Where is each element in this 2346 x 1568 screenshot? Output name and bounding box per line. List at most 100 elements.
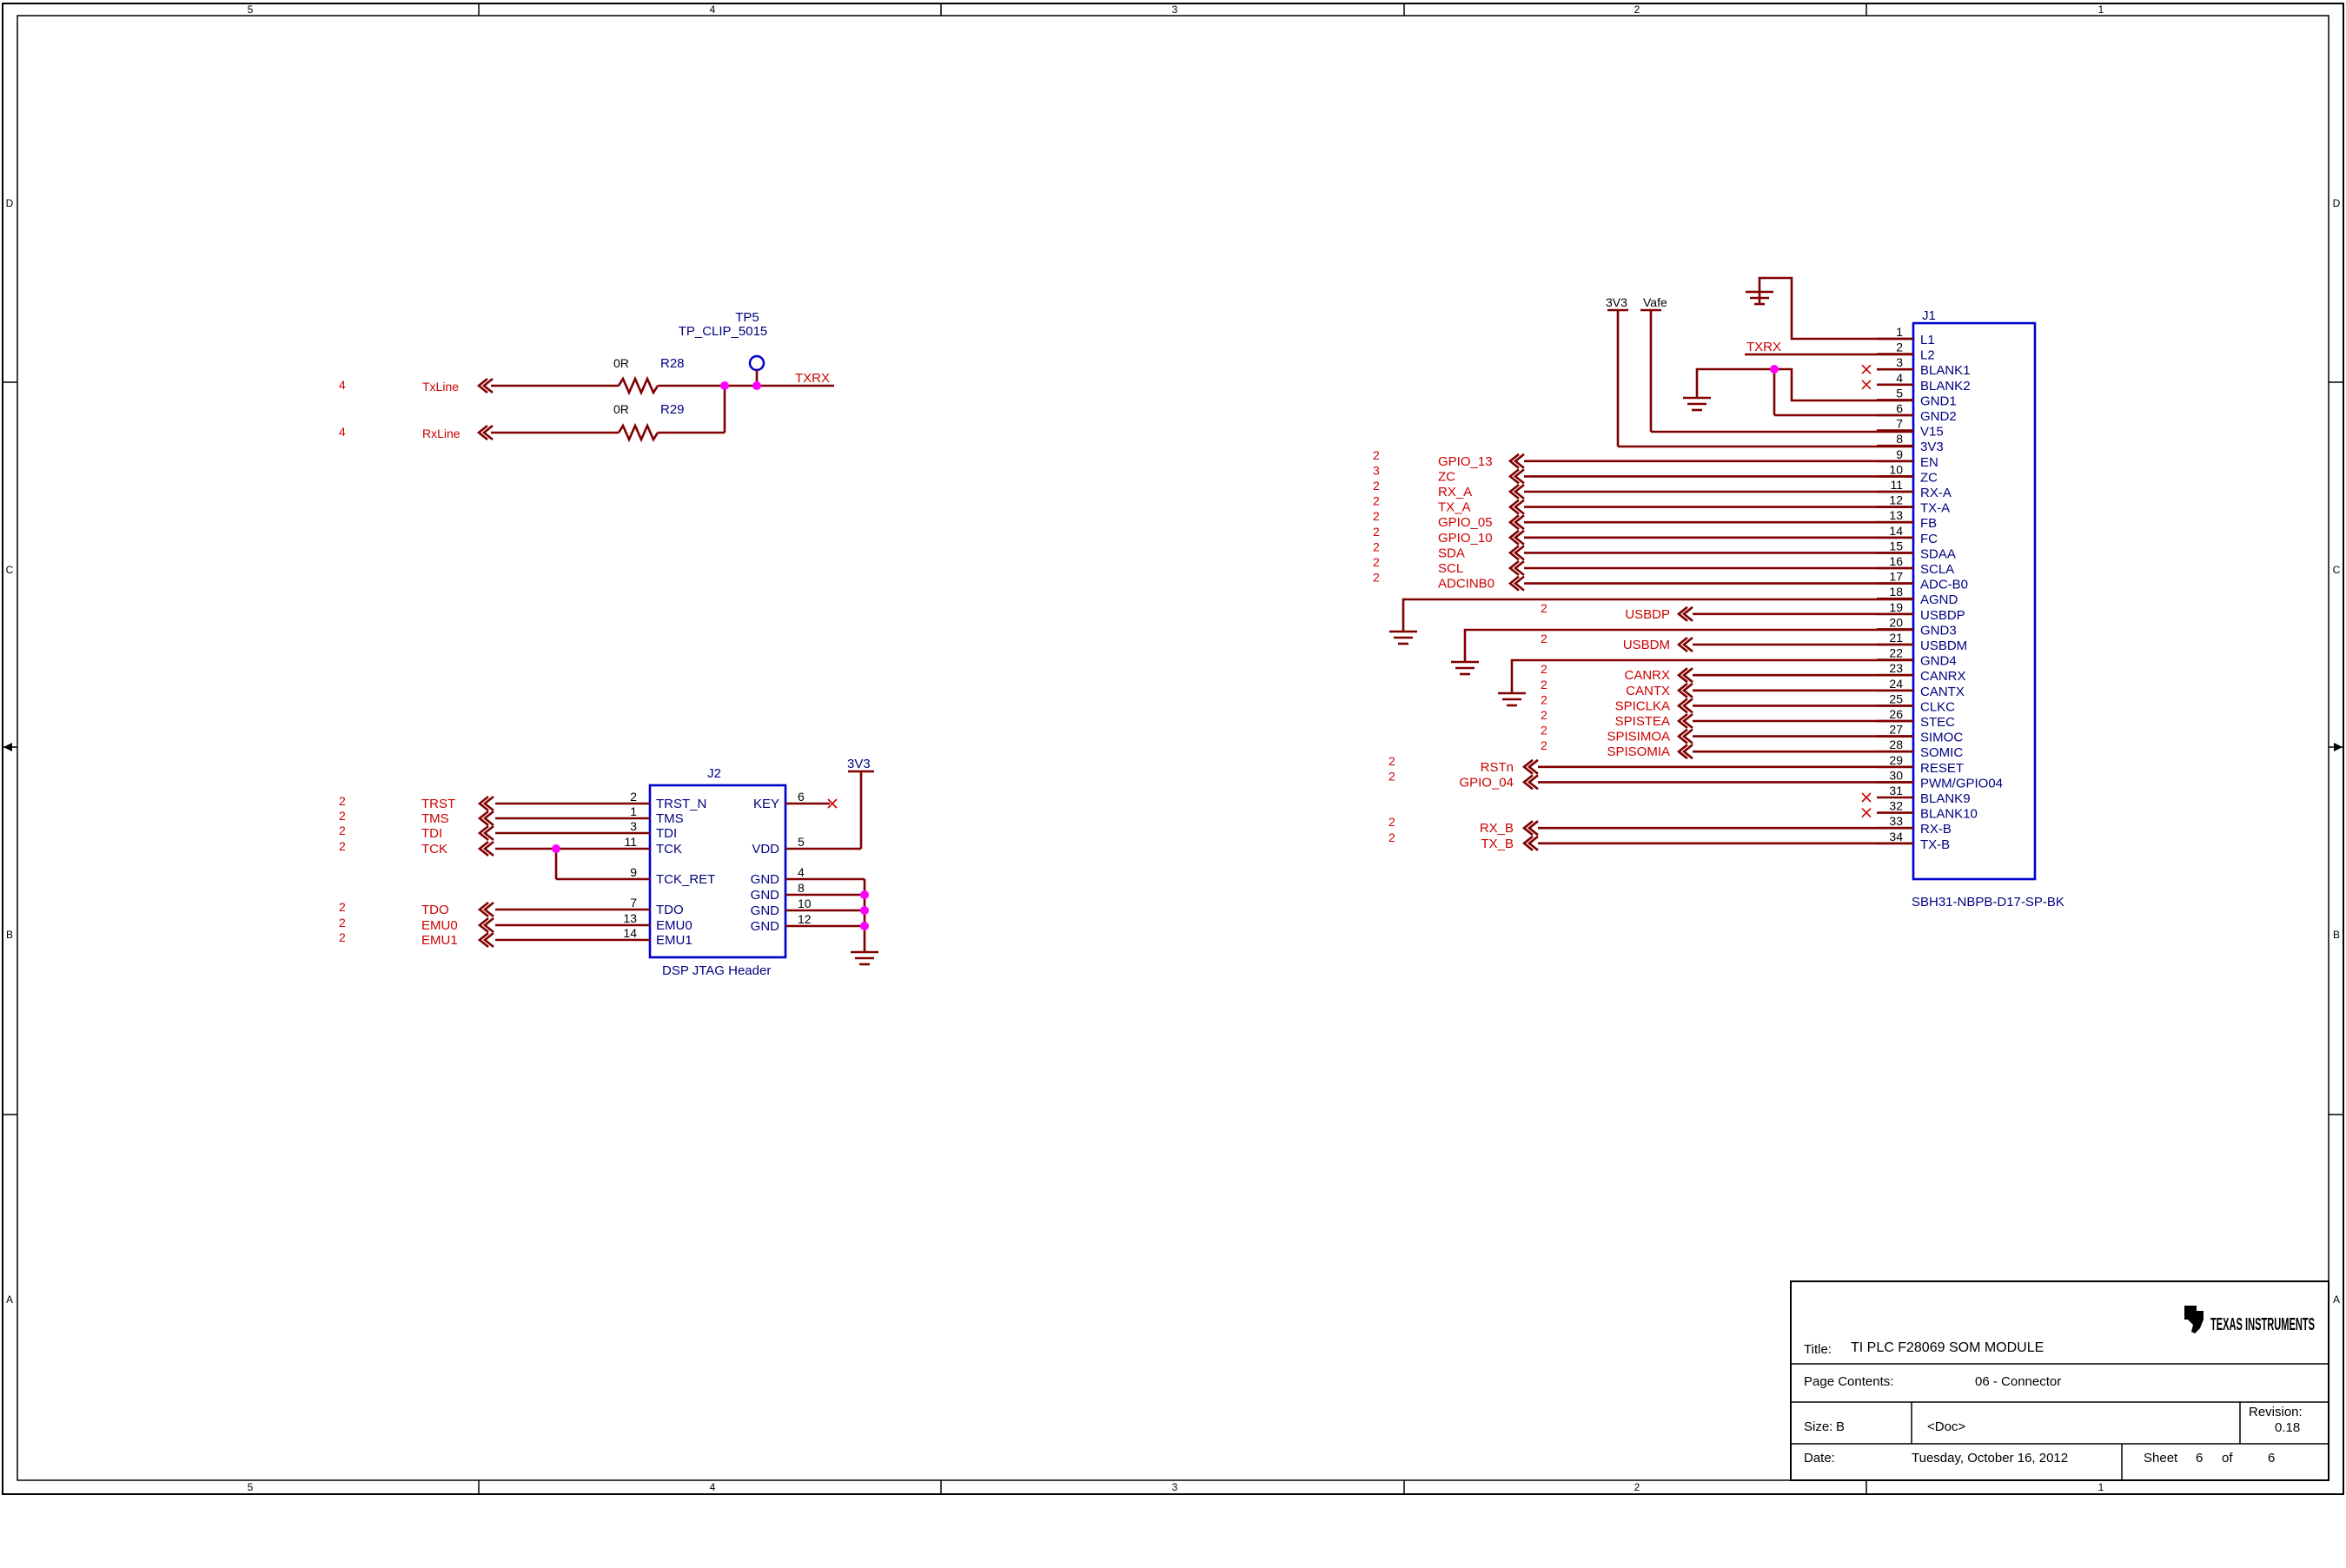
- j2-pin-name: GND: [751, 903, 780, 918]
- j2-pin-name: TCK: [656, 842, 682, 857]
- j1-net-label: SPISTEA: [1615, 714, 1670, 729]
- j2-pin-name: TRST_N: [656, 797, 706, 811]
- j1-sheet-ref: 2: [1373, 571, 1380, 585]
- contents-value: 06 - Connector: [1975, 1374, 2061, 1389]
- j1-pin-number: 9: [1896, 447, 1903, 461]
- j2-pin-number: 6: [798, 790, 805, 804]
- j1-pin-number: 18: [1889, 585, 1903, 599]
- j1-sheet-ref: 2: [1541, 724, 1547, 738]
- j1-pin-name: FB: [1920, 516, 1937, 531]
- j1-pin-number: 31: [1889, 784, 1903, 797]
- j1-connector: J1 SBH31-NBPB-D17-SP-BK 3V3 Vafe TXRX: [1373, 276, 2064, 910]
- j1-port-adcinb0: [1508, 575, 1525, 592]
- j2-ref: J2: [707, 766, 721, 781]
- j2-pin-name: TCK_RET: [656, 872, 715, 887]
- ti-logo-text: TEXAS INSTRUMENTS: [2210, 1315, 2315, 1334]
- tx-circuit: TP5 TP_CLIP_5015 0R R28 0R R29 TXRX 4 Tx…: [339, 310, 834, 443]
- j1-pin-number: 1: [1896, 325, 1903, 339]
- j1-txrx-label: TXRX: [1746, 340, 1781, 354]
- j2-pin-name: KEY: [753, 797, 779, 811]
- no-connect-mark: [827, 798, 838, 809]
- revision-value: 0.18: [2275, 1420, 2300, 1435]
- j1-net-label: SPICLKA: [1615, 698, 1670, 713]
- j2-pin-number: 14: [623, 926, 637, 940]
- no-connect-mark: [1861, 364, 1872, 374]
- j1-sheet-ref: 2: [1373, 448, 1380, 462]
- j1-sheet-ref: 2: [1373, 539, 1380, 553]
- j1-pin-number: 25: [1889, 691, 1903, 705]
- j1-pin-name: GND3: [1920, 623, 1957, 638]
- j1-pin-name: RX-A: [1920, 486, 1952, 500]
- j1-port-gpio_13: [1508, 453, 1525, 469]
- j1-pin-number: 27: [1889, 723, 1903, 737]
- border-col-top: 2: [1634, 3, 1640, 16]
- j1-port-usbdp: [1676, 605, 1693, 622]
- j1-pin-number: 11: [1890, 478, 1903, 492]
- j2-net-label: EMU0: [421, 918, 458, 933]
- j2-3v3-label: 3V3: [847, 757, 871, 771]
- j2-pin-number: 4: [798, 865, 805, 879]
- j1-pin-number: 33: [1889, 814, 1903, 828]
- title-block: TEXAS INSTRUMENTS Title: TI PLC F28069 S…: [1790, 1280, 2329, 1481]
- j1-pin-name: BLANK9: [1920, 791, 1971, 806]
- j1-port-gpio_10: [1508, 529, 1525, 546]
- j2-pin-number: 11: [624, 835, 637, 849]
- j1-sheet-ref: 2: [1388, 830, 1395, 844]
- title-block-frame: [1790, 1280, 2329, 1481]
- border-col-top: 1: [2098, 3, 2104, 16]
- j1-net-label: USBDP: [1625, 607, 1670, 622]
- r29-resistor: [617, 422, 659, 443]
- j1-pin-number: 13: [1889, 508, 1903, 522]
- j2-sheet-ref: 2: [339, 824, 346, 837]
- j1-pin-name: CANRX: [1920, 669, 1966, 684]
- j1-port-cantx: [1676, 682, 1693, 698]
- j2-pin-number: 7: [630, 896, 637, 910]
- tp5-value: TP_CLIP_5015: [679, 324, 768, 339]
- j1-port-zc: [1508, 468, 1525, 485]
- j2-sheet-ref: 2: [339, 809, 346, 823]
- j2-port-emu0: [477, 916, 494, 934]
- j1-port-gpio_04: [1521, 774, 1539, 791]
- border-row-left: A: [6, 1293, 13, 1306]
- tp5-ref: TP5: [735, 310, 759, 325]
- j1-net-label: GPIO_05: [1438, 515, 1493, 530]
- size-label: Size:: [1804, 1419, 1832, 1434]
- j1-pin-1: 1L1: [1877, 325, 1935, 347]
- j1-pin-number: 3: [1896, 355, 1903, 369]
- border-grid: [3, 3, 2343, 1494]
- j1-net-label: SPISIMOA: [1607, 730, 1670, 744]
- j2-net-label: TRST: [421, 797, 455, 811]
- j1-sheet-ref: 2: [1541, 662, 1547, 676]
- j2-pin-number: 12: [798, 912, 812, 926]
- j1-pin-number: 30: [1889, 768, 1903, 782]
- j2-pin-name: TDO: [656, 903, 684, 917]
- date-label: Date:: [1804, 1451, 1835, 1465]
- j2-body: [648, 784, 787, 959]
- j1-port-rx_a: [1508, 483, 1525, 500]
- j1-port-tx_a: [1508, 499, 1525, 515]
- j1-pin-name: TX-A: [1920, 501, 1950, 516]
- border-row-right: D: [2333, 197, 2341, 209]
- j1-sheet-ref: 2: [1541, 738, 1547, 752]
- j1-port-canrx: [1676, 667, 1693, 684]
- contents-label: Page Contents:: [1804, 1374, 1893, 1389]
- j2-pin-number: 5: [798, 835, 805, 849]
- j2-sheet-ref: 2: [339, 916, 346, 930]
- j1-pin-number: 21: [1889, 631, 1903, 645]
- j1-3v3-label: 3V3: [1606, 295, 1627, 309]
- j1-port-spisomia: [1676, 744, 1693, 760]
